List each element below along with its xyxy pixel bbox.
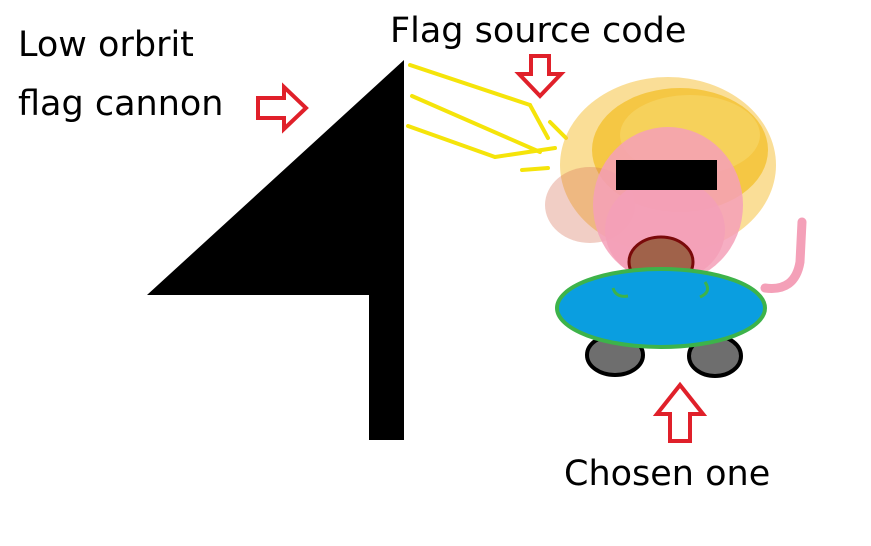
arm-left [611, 287, 629, 298]
cannon-label-line2: flag cannon [18, 84, 224, 124]
arm-right [699, 281, 710, 299]
source-code-label: Flag source code [390, 11, 687, 51]
tail [760, 217, 807, 293]
arrow-up-icon [652, 381, 708, 443]
chosen-one-figure [545, 77, 807, 378]
cannon-label-line1: Low orbrit [18, 25, 194, 65]
eye-bar [616, 160, 717, 190]
saucer [555, 267, 767, 349]
flag-beam [406, 63, 568, 172]
arrow-right-icon [256, 82, 309, 134]
chosen-one-label: Chosen one [564, 454, 771, 494]
flag-cannon [147, 60, 404, 440]
arrow-down-icon [514, 54, 566, 99]
